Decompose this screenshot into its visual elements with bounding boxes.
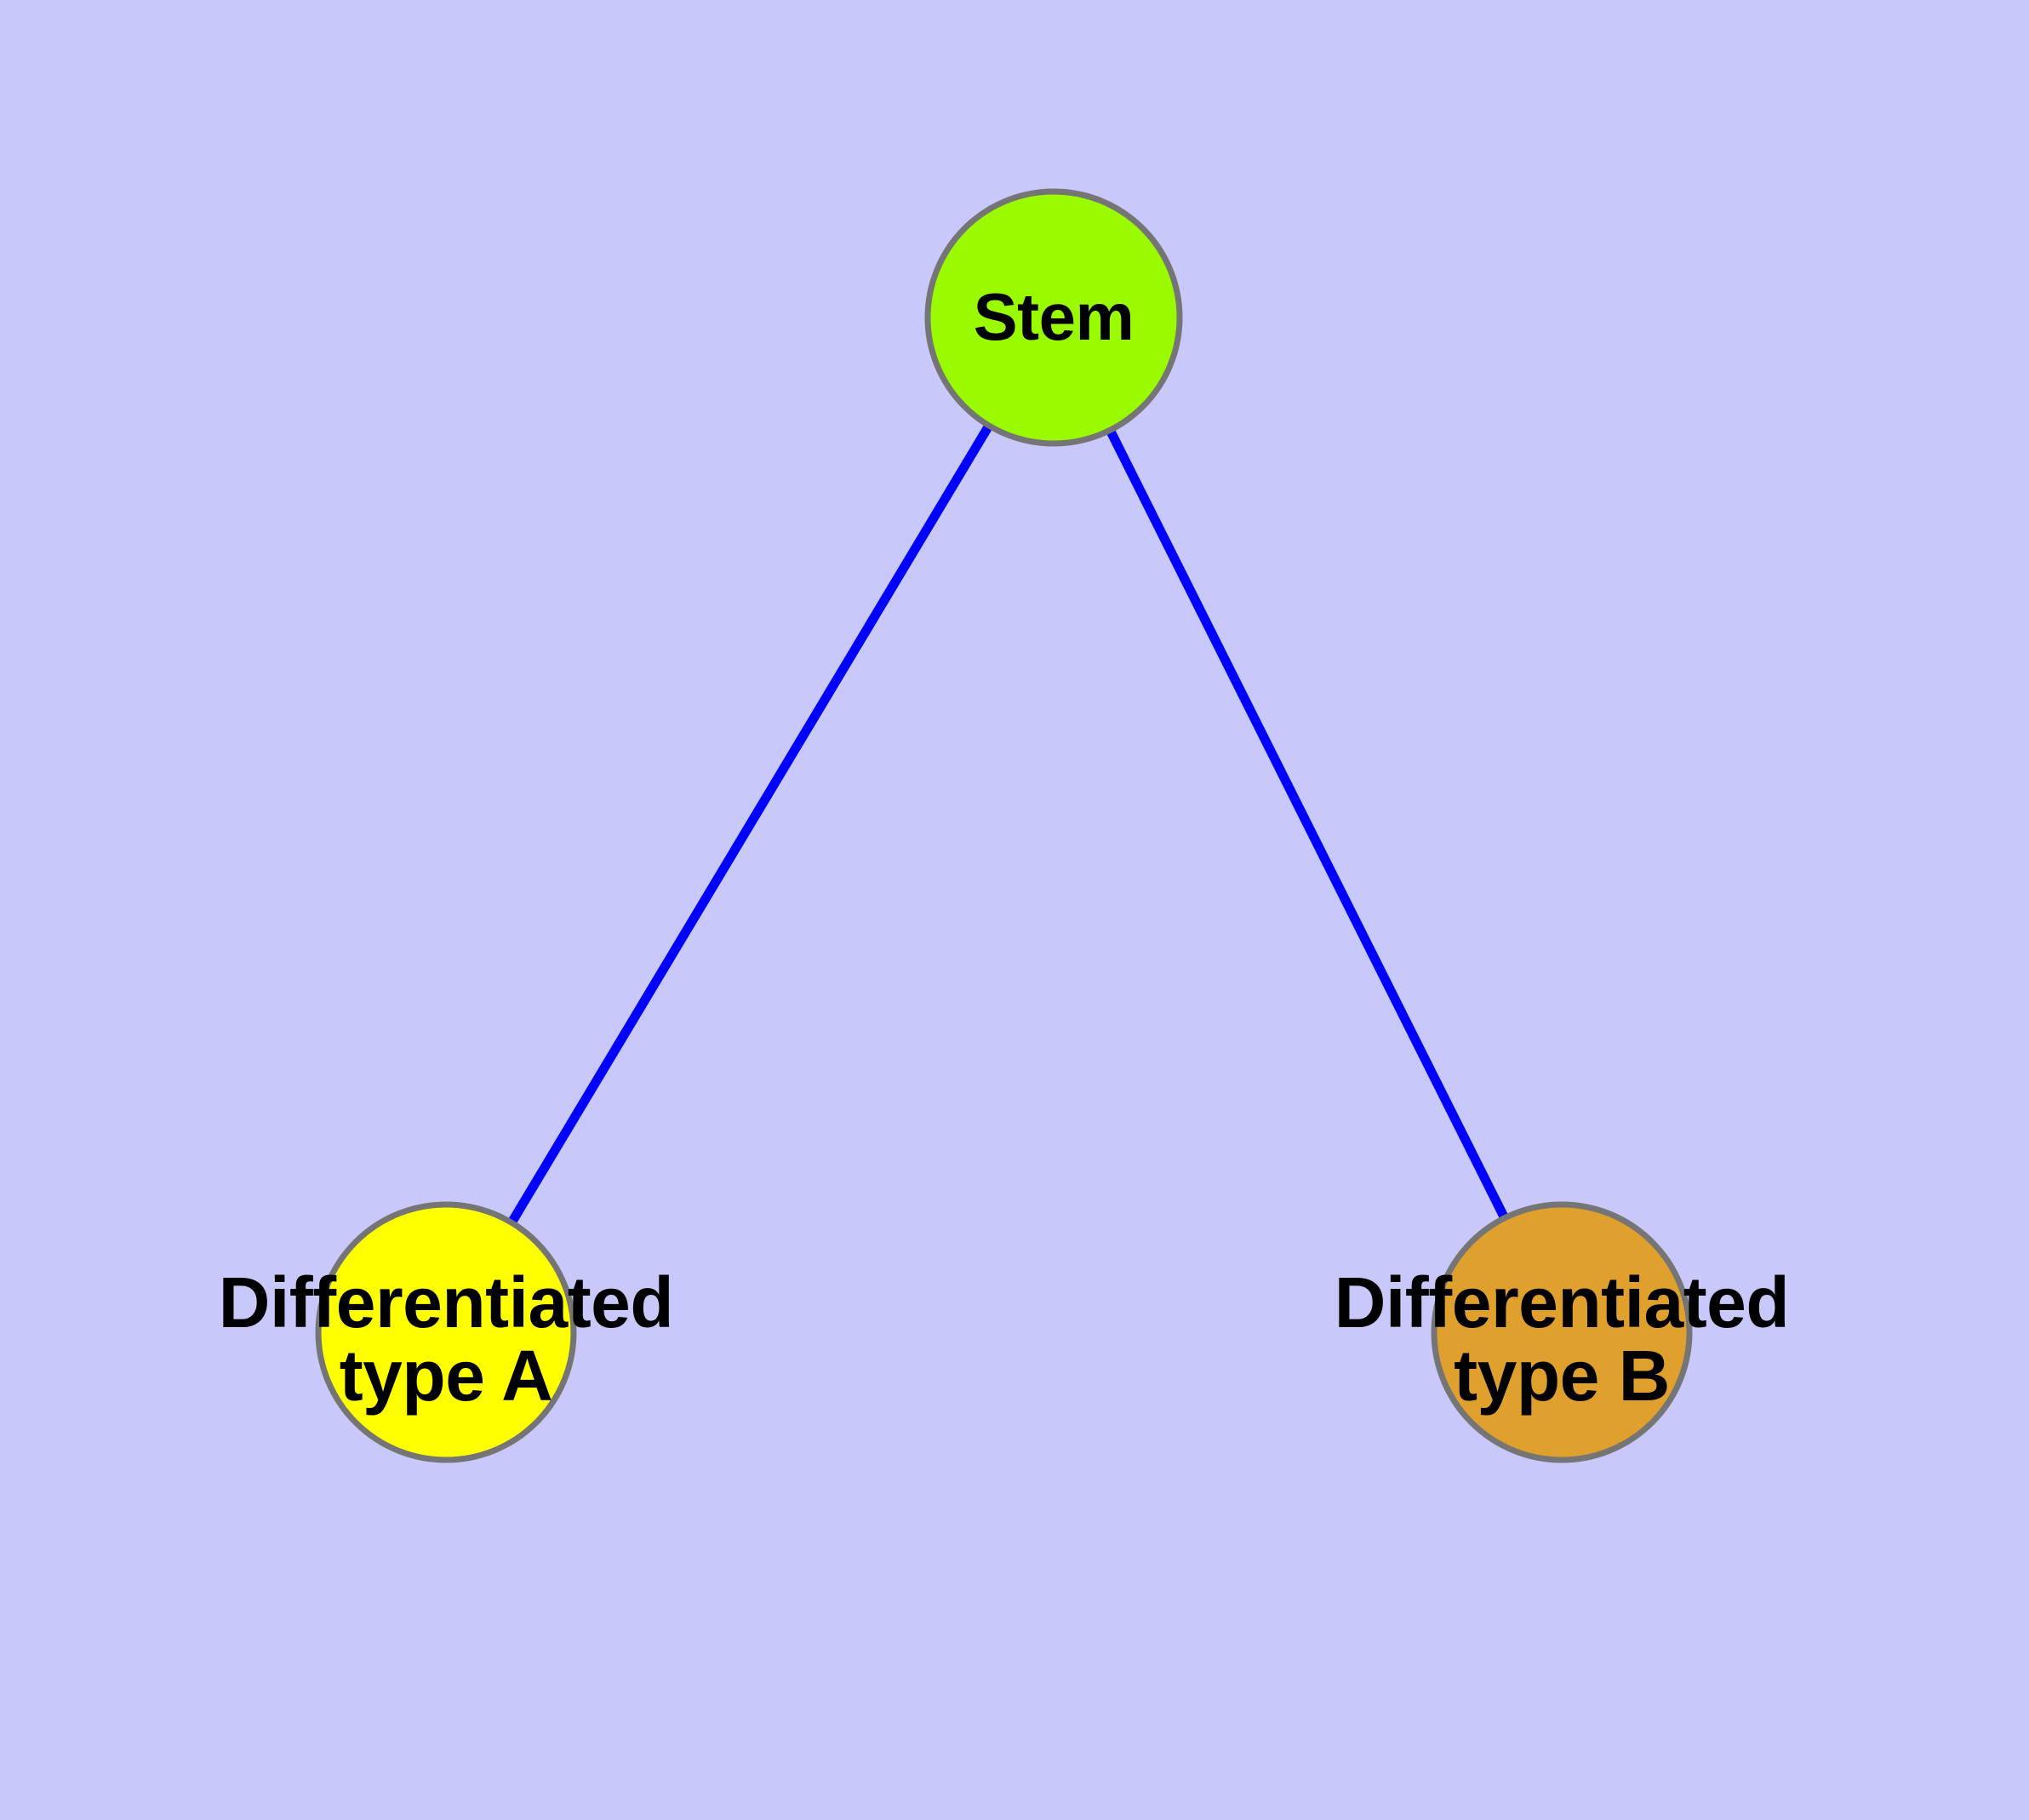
edge-layer	[442, 315, 1566, 1335]
graph-node-diff-b[interactable]	[1431, 1201, 1693, 1463]
graph-node-stem[interactable]	[924, 188, 1183, 447]
node-layer	[315, 188, 1693, 1463]
graph-edge-stem-to-diff-b[interactable]	[1049, 315, 1566, 1335]
graph-edge-stem-to-diff-a[interactable]	[442, 315, 1058, 1335]
graph-node-diff-a[interactable]	[315, 1201, 577, 1463]
